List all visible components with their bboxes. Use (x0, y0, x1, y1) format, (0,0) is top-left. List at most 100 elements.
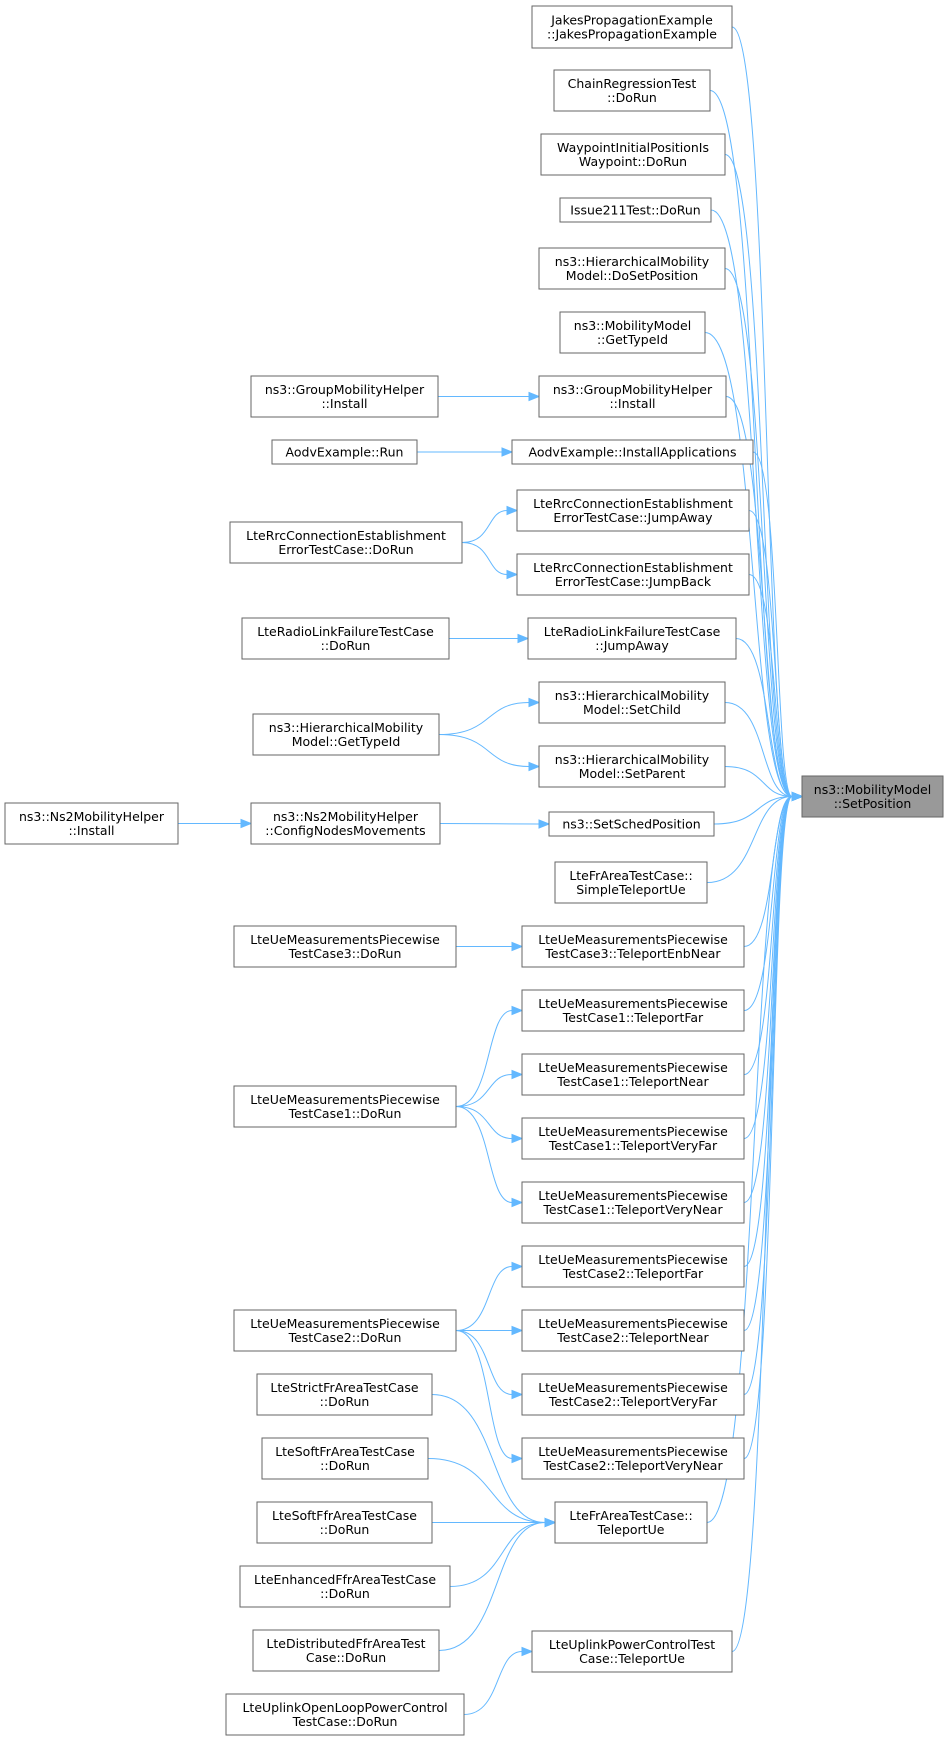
node-box[interactable] (538, 681, 726, 724)
node-box[interactable] (538, 375, 727, 418)
node-box[interactable] (256, 1501, 433, 1544)
node-n11[interactable]: LteRadioLinkFailureTestCase::JumpAway (527, 617, 737, 660)
node-c13[interactable]: LteEnhancedFfrAreaTestCase::DoRun (239, 1565, 451, 1608)
node-n1[interactable]: JakesPropagationExample::JakesPropagatio… (531, 5, 733, 49)
node-d1[interactable]: ns3::Ns2MobilityHelper::Install (4, 802, 179, 845)
node-box[interactable] (261, 1437, 429, 1480)
node-box[interactable] (252, 1629, 440, 1672)
node-box[interactable] (538, 247, 726, 290)
node-c3[interactable]: LteRrcConnectionEstablishmentErrorTestCa… (229, 521, 463, 564)
node-n19[interactable]: LteUeMeasurementsPiecewiseTestCase1::Tel… (521, 1117, 745, 1160)
node-c11[interactable]: LteSoftFrAreaTestCase::DoRun (261, 1437, 429, 1480)
node-n23[interactable]: LteUeMeasurementsPiecewiseTestCase2::Tel… (521, 1373, 745, 1416)
node-box[interactable] (225, 1693, 465, 1736)
node-c7[interactable]: LteUeMeasurementsPiecewiseTestCase3::DoR… (233, 925, 457, 968)
node-box[interactable] (531, 1630, 733, 1673)
node-n24[interactable]: LteUeMeasurementsPiecewiseTestCase2::Tel… (521, 1437, 745, 1480)
node-c6[interactable]: ns3::Ns2MobilityHelper::ConfigNodesMovem… (250, 802, 441, 845)
target-node[interactable]: ns3::MobilityModel::SetPosition (801, 775, 944, 818)
node-label: LteUplinkOpenLoopPowerControl (242, 1700, 447, 1715)
node-n18[interactable]: LteUeMeasurementsPiecewiseTestCase1::Tel… (521, 1053, 745, 1096)
node-c12[interactable]: LteSoftFfrAreaTestCase::DoRun (256, 1501, 433, 1544)
node-box[interactable] (239, 1565, 451, 1608)
node-box[interactable] (553, 69, 711, 112)
node-box[interactable] (233, 925, 457, 968)
node-c10[interactable]: LteStrictFrAreaTestCase::DoRun (256, 1373, 433, 1416)
node-box[interactable] (521, 1373, 745, 1416)
node-c8[interactable]: LteUeMeasurementsPiecewiseTestCase1::DoR… (233, 1085, 457, 1128)
node-box[interactable] (531, 5, 733, 49)
node-label: TeleportUe (597, 1522, 665, 1537)
node-c15[interactable]: LteUplinkOpenLoopPowerControlTestCase::D… (225, 1693, 465, 1736)
node-label: ErrorTestCase::DoRun (278, 542, 413, 557)
node-n13[interactable]: ns3::HierarchicalMobilityModel::SetParen… (538, 745, 726, 788)
node-box[interactable] (540, 133, 726, 176)
node-box[interactable] (516, 553, 750, 596)
node-n25[interactable]: LteFrAreaTestCase::TeleportUe (554, 1501, 708, 1544)
node-box[interactable] (256, 1373, 433, 1416)
node-label: ns3::GroupMobilityHelper (265, 382, 425, 397)
node-c5[interactable]: ns3::HierarchicalMobilityModel::GetTypeI… (252, 713, 440, 756)
node-box[interactable] (521, 989, 745, 1032)
node-box[interactable] (554, 1501, 708, 1544)
node-n6[interactable]: ns3::MobilityModel::GetTypeId (559, 311, 706, 354)
node-label: LteRrcConnectionEstablishment (246, 528, 446, 543)
edge-n6-to-target (704, 332, 793, 797)
node-n26[interactable]: LteUplinkPowerControlTestCase::TeleportU… (531, 1630, 733, 1673)
node-n15[interactable]: LteFrAreaTestCase::SimpleTeleportUe (554, 861, 708, 904)
node-n21[interactable]: LteUeMeasurementsPiecewiseTestCase2::Tel… (521, 1245, 745, 1288)
node-n14[interactable]: ns3::SetSchedPosition (548, 811, 715, 837)
node-box[interactable] (521, 1437, 745, 1480)
node-box[interactable] (250, 802, 441, 845)
node-c2[interactable]: AodvExample::Run (271, 439, 418, 465)
node-n8[interactable]: AodvExample::InstallApplications (511, 439, 754, 465)
node-label: ns3::GroupMobilityHelper (553, 382, 713, 397)
node-box[interactable] (521, 1117, 745, 1160)
node-label: ns3::SetSchedPosition (562, 817, 700, 832)
node-n9[interactable]: LteRrcConnectionEstablishmentErrorTestCa… (516, 489, 750, 532)
node-box[interactable] (233, 1085, 457, 1128)
node-box[interactable] (538, 745, 726, 788)
node-box[interactable] (521, 925, 745, 968)
node-box[interactable] (548, 811, 715, 837)
node-box[interactable] (521, 1245, 745, 1288)
node-n22[interactable]: LteUeMeasurementsPiecewiseTestCase2::Tel… (521, 1309, 745, 1352)
node-box[interactable] (4, 802, 179, 845)
node-label: Model::DoSetPosition (566, 268, 698, 283)
node-n17[interactable]: LteUeMeasurementsPiecewiseTestCase1::Tel… (521, 989, 745, 1032)
node-label: ns3::MobilityModel (814, 782, 931, 797)
node-n16[interactable]: LteUeMeasurementsPiecewiseTestCase3::Tel… (521, 925, 745, 968)
node-box[interactable] (521, 1181, 745, 1224)
node-n7[interactable]: ns3::GroupMobilityHelper::Install (538, 375, 727, 418)
node-c4[interactable]: LteRadioLinkFailureTestCase::DoRun (241, 617, 450, 660)
node-box[interactable] (233, 1309, 457, 1352)
node-box[interactable] (521, 1309, 745, 1352)
node-box[interactable] (801, 775, 944, 818)
node-n4[interactable]: Issue211Test::DoRun (559, 197, 712, 223)
node-n5[interactable]: ns3::HierarchicalMobilityModel::DoSetPos… (538, 247, 726, 290)
node-box[interactable] (229, 521, 463, 564)
node-box[interactable] (554, 861, 708, 904)
edge-c8-to-n17 (455, 1010, 513, 1107)
node-c1[interactable]: ns3::GroupMobilityHelper::Install (250, 375, 439, 418)
node-n2[interactable]: ChainRegressionTest::DoRun (553, 69, 711, 112)
node-n20[interactable]: LteUeMeasurementsPiecewiseTestCase1::Tel… (521, 1181, 745, 1224)
node-box[interactable] (511, 439, 754, 465)
edge-n8-to-target (752, 451, 793, 797)
node-box[interactable] (271, 439, 418, 465)
node-box[interactable] (521, 1053, 745, 1096)
node-box[interactable] (527, 617, 737, 660)
node-box[interactable] (241, 617, 450, 660)
node-box[interactable] (250, 375, 439, 418)
node-n10[interactable]: LteRrcConnectionEstablishmentErrorTestCa… (516, 553, 750, 596)
node-box[interactable] (252, 713, 440, 756)
node-c9[interactable]: LteUeMeasurementsPiecewiseTestCase2::DoR… (233, 1309, 457, 1352)
node-box[interactable] (516, 489, 750, 532)
node-box[interactable] (559, 197, 712, 223)
edge-n13-to-target (724, 766, 793, 797)
node-box[interactable] (559, 311, 706, 354)
node-label: TestCase2::TeleportVeryNear (542, 1458, 723, 1473)
